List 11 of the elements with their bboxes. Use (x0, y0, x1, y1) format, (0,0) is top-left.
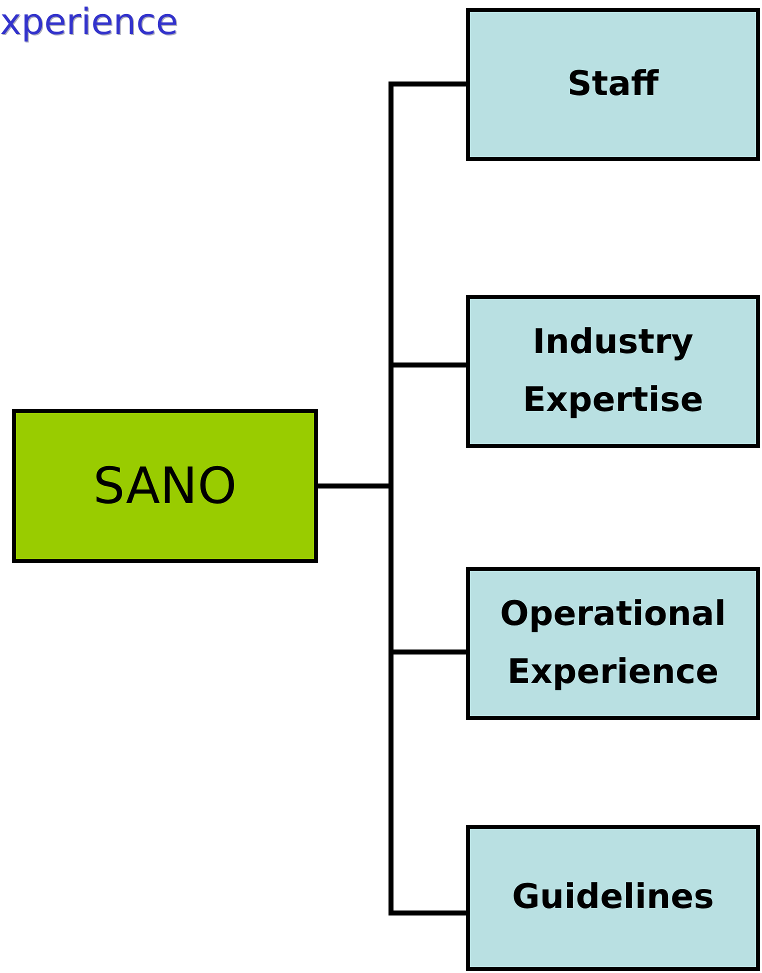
node-label: Guidelines (512, 876, 714, 920)
node-label: SANO (93, 456, 237, 516)
branch-box (466, 295, 760, 448)
node-label: Industry Expertise (522, 320, 704, 422)
branch-box (466, 567, 760, 720)
node-label: Operational Experience (498, 592, 728, 694)
title: xperience (0, 2, 178, 43)
branch-box (466, 8, 760, 161)
root-box (12, 409, 318, 563)
branch-box (466, 825, 760, 971)
node-label: Staff (567, 62, 659, 106)
